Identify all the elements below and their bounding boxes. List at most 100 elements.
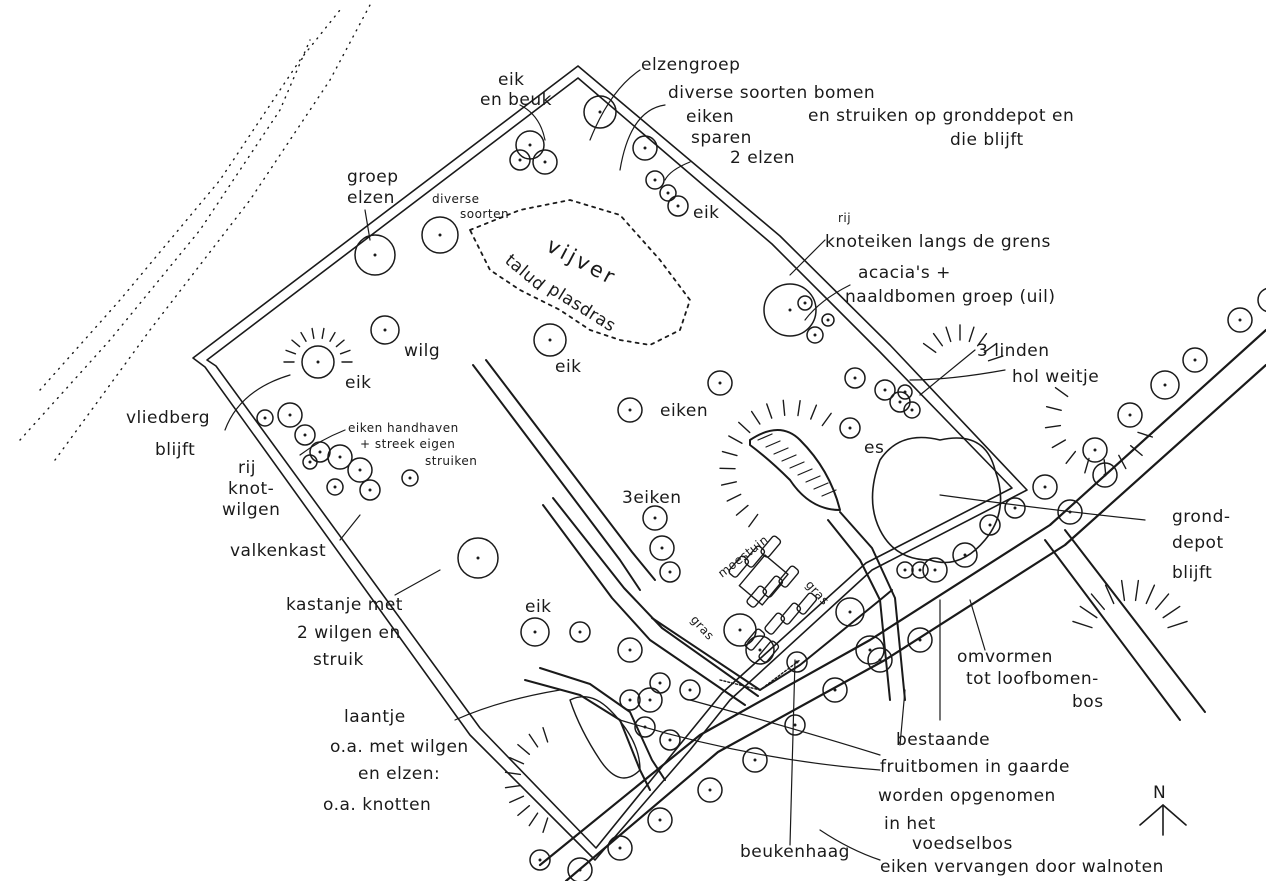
open-area-stroke [1103,459,1107,476]
tree-canopy [1032,474,1058,500]
mound-shape [749,429,841,511]
label-laantje-3: en elzen: [358,764,440,784]
open-area-stroke [735,504,749,516]
tree-trunk-dot [648,698,652,702]
side-road [1044,529,1206,721]
greenhouse [738,554,789,606]
tree-trunk-dot [963,553,967,557]
tree-canopy [822,677,848,703]
tree-trunk-dot [788,308,792,312]
open-area-stroke [1137,431,1154,438]
tree-canopy [457,537,499,579]
label-knoteiken-1: rij [838,211,851,225]
open-area-stroke [1079,605,1098,619]
open-area-stroke [542,817,549,834]
vegetable-bed [764,612,786,635]
leader-arrows [224,69,1146,861]
vegetable-bed [780,602,802,625]
tree-trunk-dot [628,648,632,652]
label-eik-ne: eik [693,203,720,223]
tree-trunk-dot [518,158,522,162]
open-area-stroke [1104,584,1115,605]
label-groep-elzen-1: groep [347,167,399,187]
tree-trunk-dot [933,568,937,572]
tree-canopy [707,370,733,396]
tree-canopy [797,295,813,311]
tree-canopy [617,397,643,423]
label-laantje-2: o.a. met wilgen [330,737,469,757]
label-kastanje-1: kastanje met [286,595,403,615]
open-area-stroke [517,743,531,755]
label-omvormen-1: omvormen [957,647,1053,667]
label-diverse-soorten-1: diverse [432,192,480,206]
mound-hatch-line [797,468,813,476]
tree-trunk-dot [368,488,372,492]
label-laantje-4: o.a. knotten [323,795,431,815]
label-bestaande-3: worden opgenomen [878,786,1056,806]
tree-canopy [1082,437,1108,463]
internal-paths [472,359,906,791]
label-eiken-mid: eiken [660,401,708,421]
label-bestaande-4: in het [884,814,936,834]
label-knotwilgen-1: rij [238,458,256,478]
label-elzengroep: elzengroep [641,55,740,75]
tree-canopy [301,345,335,379]
tree-trunk-dot [868,648,872,652]
open-area-stroke [1084,457,1090,474]
label-omvormen-2: tot loofbomen- [966,669,1099,689]
tree-canopy [806,326,824,344]
open-area-stroke [932,332,944,347]
tree-trunk-dot [383,328,387,332]
open-area-stroke [329,331,336,342]
tree-trunk-dot [793,723,797,727]
mound-hatch-line [781,454,797,462]
label-north: N [1153,783,1166,803]
tree-canopy [1004,497,1026,519]
tree-trunk-dot [438,233,442,237]
label-walnoten: eiken vervangen door walnoten [880,857,1164,877]
mound-hatching [757,433,837,497]
tree-canopy [784,714,806,736]
vegetable-bed [760,535,782,558]
open-area-stroke [1118,454,1127,470]
tree-trunk-dot [533,630,537,634]
open-area-stroke [542,726,549,743]
tree-canopy [520,617,550,647]
tree-canopy [844,367,866,389]
label-diverse-bomen-1: diverse soorten bomen [668,83,875,103]
tree-canopy [607,835,633,861]
label-bestaande-2: fruitbomen in gaarde [880,757,1070,777]
tree-canopy [667,195,689,217]
open-area-stroke [1045,405,1062,412]
plot-boundary [192,65,1028,861]
label-eiken-handhaven-1: eiken handhaven [348,421,459,435]
tree-canopy [645,170,665,190]
tree-canopy [659,729,681,751]
open-area-stroke [720,481,737,486]
tree-canopy [874,379,896,401]
open-area-stroke [1167,620,1188,629]
tree-canopy [896,561,914,579]
tree-trunk-dot [653,516,657,520]
tree-trunk-dot [373,253,377,257]
label-talud: talud [501,251,549,296]
tree-trunk-dot [803,301,807,305]
open-area-stroke [1162,605,1181,619]
vegetable-bed [744,628,766,651]
tree-trunk-dot [318,450,322,454]
tree-trunk-dot [316,360,320,364]
tree-canopy [619,689,641,711]
tree-trunk-dot [338,455,342,459]
tree-canopy [583,95,617,129]
open-area-stroke [1145,584,1156,605]
tree-trunk-dot [1238,318,1242,322]
vegetable-bed [796,592,818,615]
tree-canopy [911,561,929,579]
tree-trunk-dot [618,846,622,850]
label-diverse-soorten-2: soorten [460,207,509,221]
tree-canopy [1257,287,1266,313]
tree-trunk-dot [878,658,882,662]
label-kastanje-2: 2 wilgen en [297,623,401,643]
tree-canopy [277,402,303,428]
tree-canopy [569,621,591,643]
